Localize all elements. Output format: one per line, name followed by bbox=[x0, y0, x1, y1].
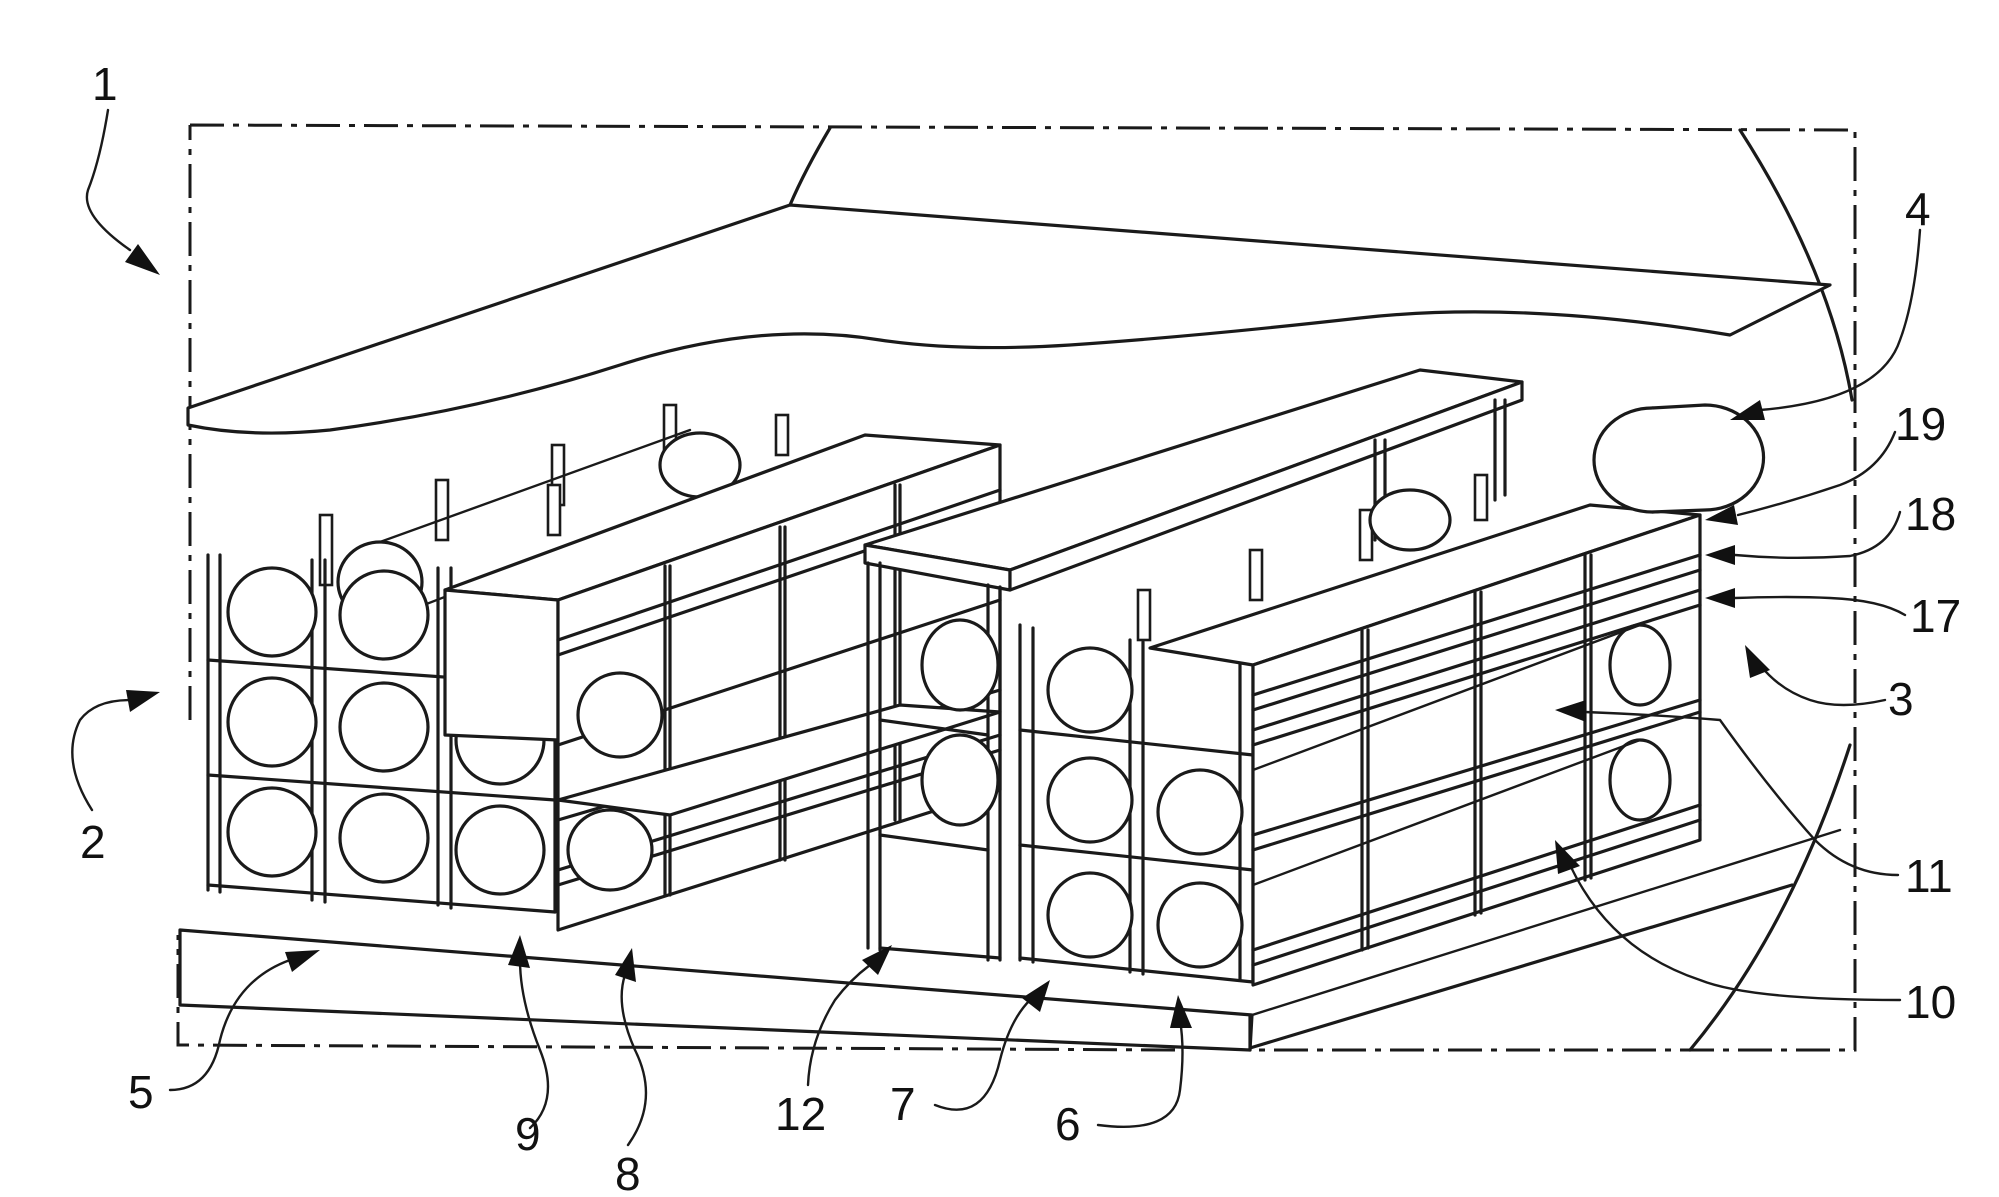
cylinder-end bbox=[1048, 873, 1132, 957]
label-17: 17 bbox=[1910, 590, 1961, 642]
break-line-lower-right bbox=[1690, 745, 1850, 1050]
label-6: 6 bbox=[1055, 1098, 1081, 1150]
label-1: 1 bbox=[92, 58, 118, 110]
cylinder-end bbox=[1158, 770, 1242, 854]
cylinder-end bbox=[1048, 758, 1132, 842]
label-12: 12 bbox=[775, 1088, 826, 1140]
cylinder-end bbox=[578, 673, 662, 757]
cylinder-end bbox=[228, 568, 316, 656]
cylinder-end bbox=[1048, 648, 1132, 732]
right-cylinder-ends bbox=[1048, 648, 1242, 967]
cylinder-end bbox=[922, 735, 998, 825]
label-8: 8 bbox=[615, 1148, 641, 1192]
cylinder-end bbox=[568, 810, 652, 890]
cylinder-end bbox=[340, 794, 428, 882]
label-3: 3 bbox=[1888, 673, 1914, 725]
rack-post bbox=[1475, 475, 1487, 520]
rack-post bbox=[436, 480, 448, 540]
label-10: 10 bbox=[1905, 976, 1956, 1028]
cylinder-end bbox=[228, 678, 316, 766]
break-line-right bbox=[1740, 130, 1852, 400]
cylinder-end bbox=[1158, 883, 1242, 967]
label-18: 18 bbox=[1905, 488, 1956, 540]
rack-post bbox=[548, 485, 560, 535]
rack-post bbox=[776, 415, 788, 455]
cylinder-end bbox=[340, 683, 428, 771]
left-box-front bbox=[445, 590, 558, 740]
cylinder-end bbox=[1610, 625, 1670, 705]
label-5: 5 bbox=[128, 1066, 154, 1118]
rack-post bbox=[1138, 590, 1150, 640]
break-line-left bbox=[790, 128, 830, 205]
cylinder-end bbox=[1610, 740, 1670, 820]
cylinder-end bbox=[228, 788, 316, 876]
cylinder-end bbox=[456, 806, 544, 894]
cylinder-end bbox=[340, 571, 428, 659]
cylinder-end bbox=[922, 620, 998, 710]
label-2: 2 bbox=[80, 816, 106, 868]
label-9: 9 bbox=[515, 1108, 541, 1160]
label-11: 11 bbox=[1905, 850, 1953, 902]
label-19: 19 bbox=[1895, 398, 1946, 450]
label-4: 4 bbox=[1905, 183, 1931, 235]
rack-post bbox=[1250, 550, 1262, 600]
cylinder bbox=[1370, 490, 1450, 550]
label-7: 7 bbox=[890, 1078, 916, 1130]
separate-cylinder-body bbox=[1652, 405, 1764, 512]
roof-slab bbox=[188, 205, 1830, 433]
